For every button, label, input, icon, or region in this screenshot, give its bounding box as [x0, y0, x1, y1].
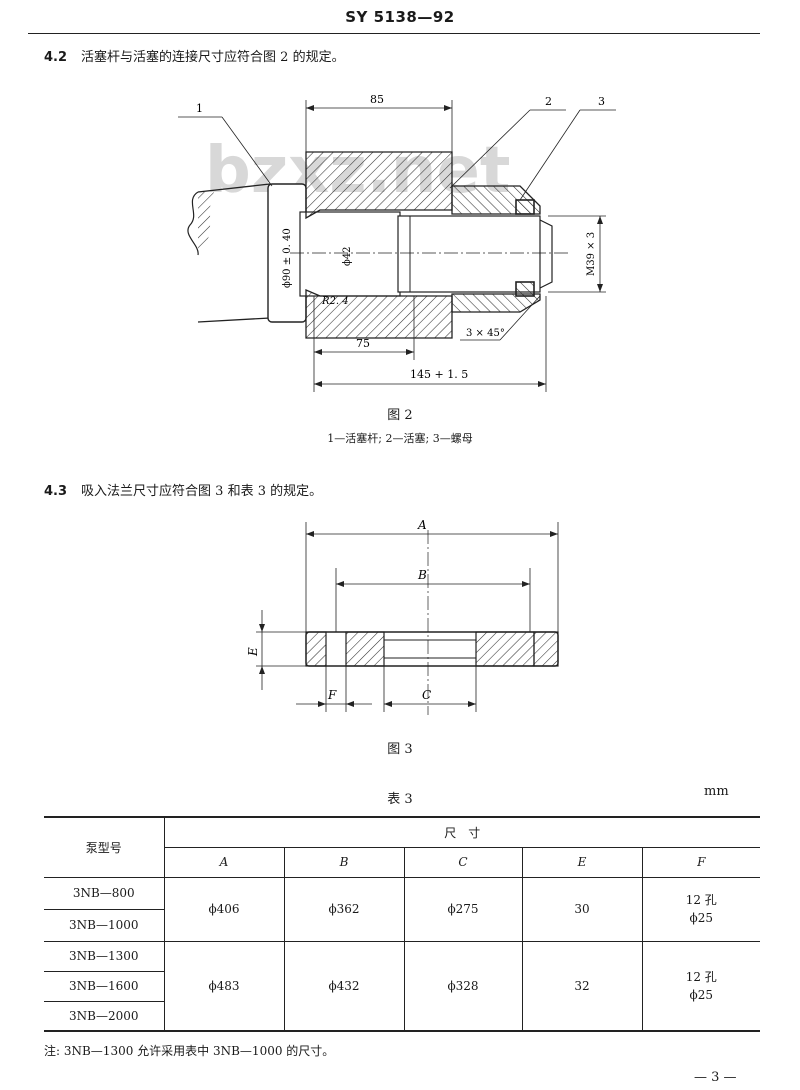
svg-text:145 + 1. 5: 145 + 1. 5: [410, 368, 468, 381]
section-4-3-text: 吸入法兰尺寸应符合图 3 和表 3 的规定。: [81, 484, 323, 499]
dim-chamfer: 3 × 45°: [460, 295, 541, 341]
th-f: F: [642, 847, 760, 878]
table-note: 注: 3NB—1300 允许采用表中 3NB—1000 的尺寸。: [44, 1044, 335, 1058]
table-3-caption: 表 3: [387, 792, 413, 807]
dim-phi90: ϕ90 ± 0. 40: [282, 228, 293, 288]
dim-phi42: ϕ42: [342, 246, 353, 266]
dim-e: E: [246, 610, 306, 690]
svg-text:85: 85: [370, 93, 384, 106]
model-cell: 3NB—2000: [44, 1001, 165, 1032]
figure-3-drawing: A B E F C: [246, 518, 559, 715]
model-cell: 3NB—1000: [44, 909, 165, 942]
table-row: 3NB—800 ϕ406 ϕ362 ϕ275 30 12 孔 ϕ25: [44, 877, 760, 942]
svg-text:2: 2: [545, 95, 552, 108]
table-unit: mm: [704, 784, 729, 799]
cell-f-diameter: ϕ25: [689, 987, 713, 1002]
figure-2-legend: 1—活塞杆; 2—活塞; 3—螺母: [327, 432, 473, 445]
flange-section: [305, 530, 559, 715]
seal-top: [515, 199, 535, 215]
cell-f-diameter: ϕ25: [689, 911, 713, 925]
table-row: 3NB—1000: [44, 909, 760, 942]
cell-b: ϕ362: [284, 877, 405, 942]
section-4-2-number: 4.2: [44, 50, 68, 65]
cell-a: ϕ483: [164, 941, 285, 1032]
section-4-3-number: 4.3: [44, 484, 68, 499]
figure-2-drawing: bzxz.net 85 1 2: [178, 93, 616, 392]
svg-text:3: 3: [598, 95, 605, 108]
dim-75: 75: [313, 296, 415, 392]
th-dims: 尺 寸: [164, 816, 760, 848]
cell-c: ϕ328: [404, 941, 523, 1032]
dim-c: C: [383, 666, 477, 712]
svg-text:E: E: [246, 647, 260, 657]
dim-thread: M39 × 3: [548, 215, 606, 293]
figure-2-caption: 图 2: [387, 408, 413, 423]
cell-f: 12 孔 ϕ25: [642, 877, 760, 942]
cell-b: ϕ432: [284, 941, 405, 1032]
model-cell: 3NB—1600: [44, 971, 165, 1002]
cell-f-holes: 12 孔: [685, 893, 717, 907]
cell-e: 30: [522, 877, 643, 942]
doc-code: SY 5138—92: [345, 8, 455, 26]
figure-3-caption: 图 3: [387, 742, 413, 757]
dim-f: F: [296, 666, 372, 712]
dim-85: 85: [305, 93, 453, 152]
page-number: — 3 —: [694, 1070, 737, 1085]
table-row: 3NB—1600: [44, 971, 760, 1002]
piston-rod: [187, 183, 570, 323]
cell-e: 32: [522, 941, 643, 1032]
callout-2: 2: [449, 95, 566, 189]
section-4-2-text: 活塞杆与活塞的连接尺寸应符合图 2 的规定。: [81, 50, 345, 65]
section-4-2: 4.2 活塞杆与活塞的连接尺寸应符合图 2 的规定。: [44, 46, 345, 65]
model-cell: 3NB—1300: [44, 941, 165, 972]
svg-text:75: 75: [356, 337, 370, 350]
cell-a: ϕ406: [164, 877, 285, 942]
svg-text:1: 1: [196, 102, 203, 115]
model-cell: 3NB—800: [44, 877, 165, 910]
th-c: C: [404, 847, 523, 878]
svg-text:A: A: [417, 518, 427, 532]
svg-text:M39 × 3: M39 × 3: [586, 232, 597, 276]
table-header-row-1: 泵型号 尺 寸: [44, 816, 760, 878]
dim-145: 145 + 1. 5: [314, 296, 547, 392]
header-rule: [28, 33, 760, 34]
dim-r24: R2. 4: [321, 296, 349, 307]
svg-text:C: C: [422, 688, 431, 702]
svg-text:B: B: [417, 568, 427, 582]
cell-f-holes: 12 孔: [685, 969, 717, 984]
section-4-3: 4.3 吸入法兰尺寸应符合图 3 和表 3 的规定。: [44, 480, 322, 499]
piston: [305, 151, 541, 339]
table-header-row-2: A B C E F: [44, 847, 760, 878]
table-3: 泵型号 尺 寸 A B C E F 3NB—800 ϕ406 ϕ362 ϕ275…: [44, 816, 760, 1032]
th-b: B: [284, 847, 405, 878]
th-a: A: [164, 847, 285, 878]
cell-f: 12 孔 ϕ25: [642, 941, 760, 1032]
cell-c: ϕ275: [404, 877, 523, 942]
page-header: SY 5138—92: [0, 0, 800, 34]
th-model: 泵型号: [44, 816, 165, 878]
table-row: 3NB—1300 ϕ483 ϕ432 ϕ328 32 12 孔 ϕ25: [44, 941, 760, 1032]
dim-a: A: [305, 518, 559, 632]
table-row: 3NB—2000: [44, 1001, 760, 1032]
dim-b: B: [335, 568, 531, 632]
th-e: E: [522, 847, 643, 878]
seal-bottom: [515, 281, 535, 297]
callout-1: 1: [178, 102, 273, 187]
callout-3: 3: [519, 95, 616, 201]
svg-text:F: F: [327, 688, 337, 702]
svg-text:3 × 45°: 3 × 45°: [466, 328, 505, 339]
